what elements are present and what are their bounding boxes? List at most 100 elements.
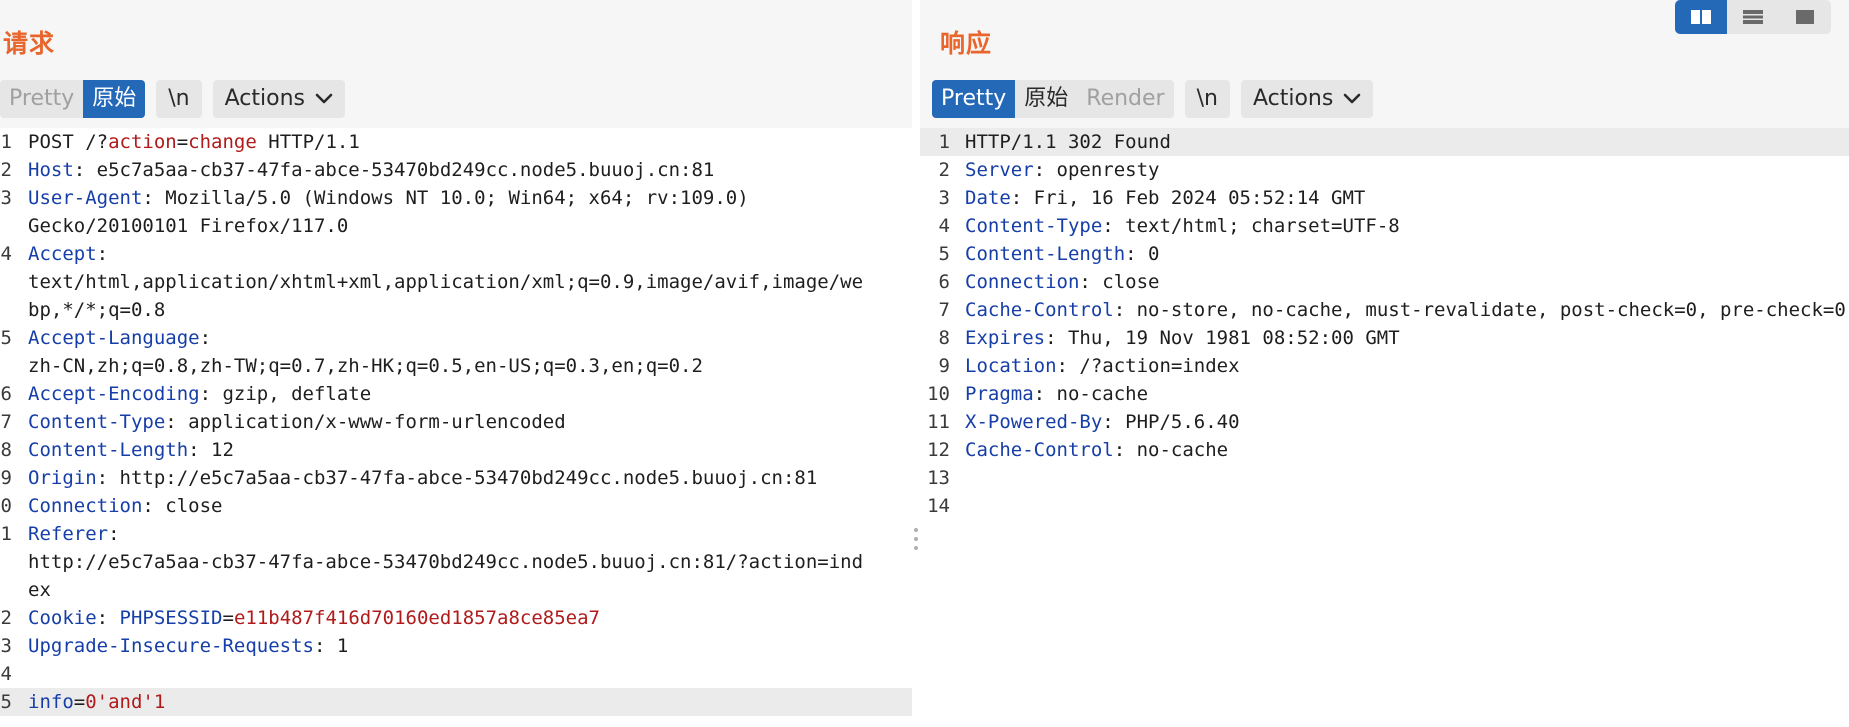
header-name: Cache-Control [965,299,1114,321]
request-code-line[interactable]: text/html,application/xhtml+xml,applicat… [0,268,912,296]
line-number: 8 [938,327,950,349]
request-code-line[interactable]: ex [0,576,912,604]
request-title: 请求 [3,29,56,58]
response-tab-render[interactable]: Render [1077,80,1174,118]
line-content: Content-Type: application/x-www-form-url… [28,408,566,436]
header-value: : close [1079,271,1160,293]
layout-single-button[interactable] [1779,0,1831,34]
header-value: : PHP/5.6.40 [1102,411,1240,433]
header-value: : no-cache [1113,439,1229,461]
request-actions-label: Actions [224,86,305,111]
layout-stacked-button[interactable] [1727,0,1779,34]
line-content: bp,*/*;q=0.8 [28,296,165,324]
request-code-line[interactable]: zh-CN,zh;q=0.8,zh-TW;q=0.7,zh-HK;q=0.5,e… [0,352,912,380]
line-content: Content-Length: 12 [28,436,234,464]
header-name: Pragma [965,383,1034,405]
line-content: Cache-Control: no-store, no-cache, must-… [965,296,1846,324]
line-content: Accept-Language: [28,324,211,352]
line-number: 13 [927,467,950,489]
request-code-line[interactable]: bp,*/*;q=0.8 [0,296,912,324]
line-content: http://e5c7a5aa-cb37-47fa-abce-53470bd24… [28,548,863,576]
request-actions-button[interactable]: Actions [212,80,345,118]
line-number: 7 [0,411,12,433]
response-newline-toggle[interactable]: \n [1184,80,1230,118]
line-content: HTTP/1.1 302 Found [965,128,1171,156]
header-name: Connection [965,271,1080,293]
header-name: Origin [28,467,97,489]
request-code-line[interactable]: 7 Content-Type: application/x-www-form-ur… [0,408,912,436]
request-tab-pretty[interactable]: Pretty [0,80,84,118]
response-code-line[interactable]: 13 [920,464,1849,492]
request-tab-raw[interactable]: 原始 [83,80,146,118]
line-content: Location: /?action=index [965,352,1240,380]
drag-handle-icon[interactable] [914,528,918,556]
request-code-line[interactable]: 3 Upgrade-Insecure-Requests: 1 [0,632,912,660]
line-number: 10 [927,383,950,405]
line-content: Referer: [28,520,120,548]
pane-divider[interactable] [912,0,920,727]
header-value: = [176,131,189,153]
response-code-line[interactable]: 14 [920,492,1849,520]
response-code-line[interactable]: 7 Cache-Control: no-store, no-cache, must… [920,296,1849,324]
header-name: Referer [28,523,109,545]
line-content: Content-Length: 0 [965,240,1159,268]
header-value: action [108,131,177,153]
line-number: 8 [0,439,12,461]
header-name: X-Powered-By [965,411,1103,433]
request-newline-toggle[interactable]: \n [156,80,202,118]
line-content: Upgrade-Insecure-Requests: 1 [28,632,348,660]
request-code-line[interactable]: 8 Content-Length: 12 [0,436,912,464]
layout-side-by-side-button[interactable] [1675,0,1727,34]
response-view-tabs: Pretty 原始 Render [932,80,1174,118]
request-code-line[interactable]: Gecko/20100101 Firefox/117.0 [0,212,912,240]
line-number: 14 [927,495,950,517]
header-value: : openresty [1033,159,1160,181]
line-number: 7 [938,299,950,321]
header-name: Server [965,159,1034,181]
line-number: 9 [0,467,12,489]
single-pane-icon [1796,10,1814,24]
header-value: : application/x-www-form-urlencoded [165,411,566,433]
header-value: : /?action=index [1056,355,1240,377]
header-value: : [96,607,120,629]
header-value: bp,*/*;q=0.8 [28,299,166,321]
line-content: X-Powered-By: PHP/5.6.40 [965,408,1240,436]
request-code-line[interactable]: http://e5c7a5aa-cb37-47fa-abce-53470bd24… [0,548,912,576]
response-actions-button[interactable]: Actions [1240,80,1374,118]
request-toolbar: Pretty 原始 \n Actions [0,80,356,118]
response-code-line[interactable]: 5 Content-Length: 0 [920,240,1849,268]
request-header: 请求 Pretty 原始 \n Actions [0,0,912,128]
response-tab-pretty[interactable]: Pretty [932,80,1016,118]
response-tab-raw[interactable]: 原始 [1015,80,1078,118]
line-number: 3 [0,635,12,657]
chevron-down-icon [315,93,333,104]
request-code-line[interactable]: 4 [0,660,912,688]
line-number: 2 [0,159,12,181]
header-value: : text/html; charset=UTF-8 [1102,215,1400,237]
response-actions-label: Actions [1252,86,1334,111]
line-number: 5 [938,243,950,265]
